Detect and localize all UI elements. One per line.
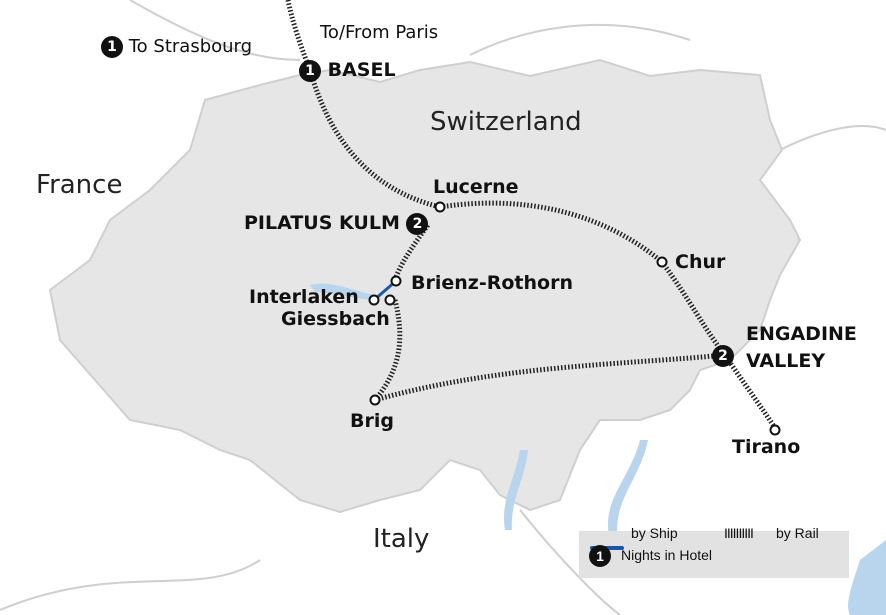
stop-tirano: Tirano xyxy=(732,436,801,458)
country-label-switzerland: Switzerland xyxy=(430,107,582,137)
legend-rail: by Rail xyxy=(776,525,819,541)
stop-brienz-rothorn: Brienz-Rothorn xyxy=(411,272,573,294)
stop-giessbach: Giessbach xyxy=(281,308,390,330)
stop-brig: Brig xyxy=(350,410,394,432)
rail-line-icon: IIIIIIIIII xyxy=(724,525,754,541)
rail-brig-engadine xyxy=(374,352,726,403)
lake-garda xyxy=(848,540,886,615)
stop-basel: 1 BASEL xyxy=(299,59,396,82)
lake-maggiore xyxy=(503,450,528,530)
map-legend: by Ship IIIIIIIIII by Rail 1 Nights in H… xyxy=(579,525,849,578)
paris-note: To/From Paris xyxy=(320,22,439,43)
country-label-italy: Italy xyxy=(373,524,430,554)
rail-giessbach-brig xyxy=(373,299,403,402)
nights-badge-icon: 1 xyxy=(589,545,611,567)
stop-lucerne: Lucerne xyxy=(433,176,519,198)
nights-badge: 1 xyxy=(101,36,123,58)
switzerland-shape xyxy=(48,58,802,514)
stop-markers xyxy=(368,201,781,436)
lake-como xyxy=(607,440,648,540)
legend-ship: by Ship xyxy=(631,525,678,541)
strasbourg-note: 1 To Strasbourg xyxy=(101,36,252,58)
legend-nights: Nights in Hotel xyxy=(621,547,713,563)
country-label-france: France xyxy=(36,170,123,200)
stop-interlaken: Interlaken xyxy=(249,286,359,308)
stop-chur: Chur xyxy=(675,251,726,273)
stop-pilatus-kulm: PILATUS KULM 2 xyxy=(244,212,429,235)
lake-brienz xyxy=(310,283,375,300)
